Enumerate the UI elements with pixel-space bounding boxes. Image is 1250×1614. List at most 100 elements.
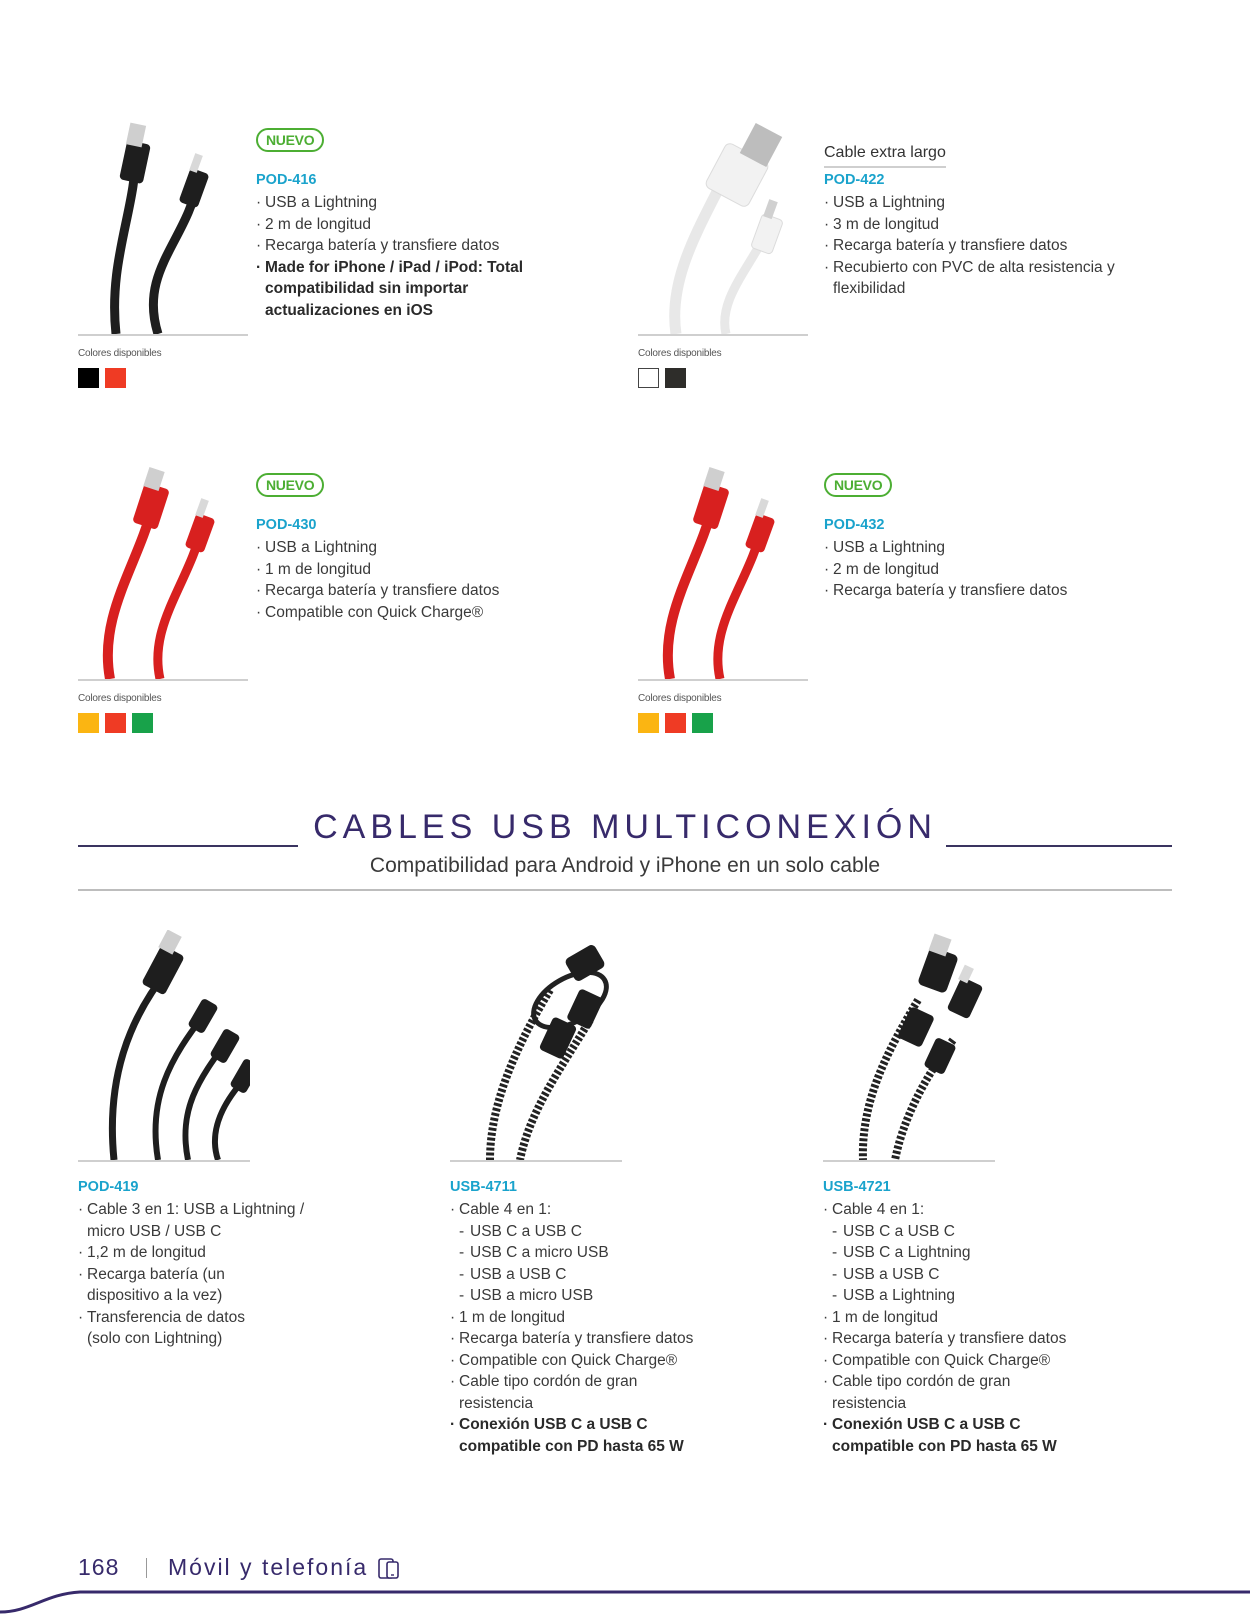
footer-swoosh — [0, 1590, 1250, 1614]
color-swatch[interactable] — [665, 713, 686, 733]
color-swatch[interactable] — [638, 368, 659, 388]
new-badge: NUEVO — [824, 473, 893, 497]
spec-item: Recarga batería y transfiere datos — [823, 1328, 1113, 1350]
new-badge: NUEVO — [256, 473, 325, 497]
spec-item: Made for iPhone / iPad / iPod: Total com… — [256, 257, 546, 322]
color-swatch[interactable] — [132, 713, 153, 733]
colors-label: Colores disponibles — [78, 348, 162, 359]
spec-subitem: USB C a USB C — [450, 1221, 730, 1243]
product-model: POD-432 — [824, 517, 885, 533]
spec-item: 1 m de longitud — [823, 1307, 1113, 1329]
product-specs: USB a Lightning 3 m de longitud Recarga … — [824, 192, 1134, 300]
product-model: POD-416 — [256, 172, 317, 188]
product-image-pod432 — [638, 465, 808, 679]
color-swatch[interactable] — [665, 368, 686, 388]
spec-item: Compatible con Quick Charge® — [823, 1350, 1113, 1372]
image-baseline — [638, 679, 808, 681]
spec-item: USB a Lightning — [256, 192, 546, 214]
spec-subitem: USB a Lightning — [823, 1285, 1113, 1307]
section-title: CABLES USB MULTICONEXIÓN — [313, 808, 937, 846]
spec-item: Conexión USB C a USB C compatible con PD… — [823, 1414, 1087, 1457]
spec-item: 3 m de longitud — [824, 214, 1134, 236]
color-swatch[interactable] — [78, 713, 99, 733]
spec-subitem: USB C a USB C — [823, 1221, 1113, 1243]
section-rule-right — [946, 845, 1172, 847]
spec-item: Conexión USB C a USB C compatible con PD… — [450, 1414, 714, 1457]
spec-item: Transferencia de datos (solo con Lightni… — [78, 1307, 277, 1350]
spec-item: Cable tipo cordón de gran resistencia — [823, 1371, 1047, 1414]
image-baseline — [823, 1160, 995, 1162]
cable-illustration — [486, 945, 609, 1160]
color-swatches — [638, 368, 686, 388]
image-baseline — [78, 334, 248, 336]
spec-item: Recarga batería y transfiere datos — [824, 580, 1134, 602]
product-image-pod422 — [638, 120, 808, 334]
product-image-pod419 — [78, 930, 250, 1160]
spec-item: Cable 3 en 1: USB a Lightning / micro US… — [78, 1199, 338, 1242]
product-model: POD-422 — [824, 172, 885, 188]
product-model: USB-4711 — [450, 1179, 517, 1195]
spec-item: 1 m de longitud — [256, 559, 556, 581]
product-specs: USB a Lightning 1 m de longitud Recarga … — [256, 537, 556, 623]
product-specs: USB a Lightning 2 m de longitud Recarga … — [824, 537, 1134, 602]
cable-illustration — [110, 122, 209, 334]
spec-item: USB a Lightning — [824, 537, 1134, 559]
colors-label: Colores disponibles — [78, 693, 162, 704]
color-swatches — [638, 713, 713, 733]
spec-item: Cable tipo cordón de gran resistencia — [450, 1371, 674, 1414]
spec-subitem: USB a micro USB — [450, 1285, 730, 1307]
footer-section-label: Móvil y telefonía — [168, 1554, 369, 1580]
spec-item: 2 m de longitud — [824, 559, 1134, 581]
product-specs: USB a Lightning 2 m de longitud Recarga … — [256, 192, 546, 321]
color-swatch[interactable] — [105, 368, 126, 388]
spec-item: Recarga batería y transfiere datos — [256, 580, 556, 602]
spec-item: 1,2 m de longitud — [78, 1242, 338, 1264]
color-swatches — [78, 368, 126, 388]
product-specs: Cable 4 en 1: USB C a USB C USB C a micr… — [450, 1199, 730, 1457]
spec-subitem: USB a USB C — [450, 1264, 730, 1286]
product-specs: Cable 3 en 1: USB a Lightning / micro US… — [78, 1199, 338, 1350]
spec-item: USB a Lightning — [256, 537, 556, 559]
spec-item: Recarga batería y transfiere datos — [824, 235, 1134, 257]
image-baseline — [78, 1160, 250, 1162]
spec-item: Compatible con Quick Charge® — [450, 1350, 730, 1372]
cable-illustration — [102, 467, 215, 679]
product-image-usb4721 — [823, 930, 995, 1160]
image-baseline — [78, 679, 248, 681]
cable-illustration — [858, 933, 983, 1160]
color-swatches — [78, 713, 153, 733]
footer-separator — [146, 1558, 147, 1578]
product-image-usb4711 — [450, 930, 622, 1160]
color-swatch[interactable] — [638, 713, 659, 733]
cable-illustration — [108, 930, 250, 1160]
image-baseline — [450, 1160, 622, 1162]
cable-illustration — [662, 467, 775, 679]
product-specs: Cable 4 en 1: USB C a USB C USB C a Ligh… — [823, 1199, 1113, 1457]
spec-subitem: USB C a Lightning — [823, 1242, 1113, 1264]
color-swatch[interactable] — [78, 368, 99, 388]
spec-item: 1 m de longitud — [450, 1307, 730, 1329]
colors-label: Colores disponibles — [638, 693, 722, 704]
spec-subitem: USB C a micro USB — [450, 1242, 730, 1264]
product-model: USB-4721 — [823, 1179, 891, 1195]
product-model: POD-419 — [78, 1179, 139, 1195]
color-swatch[interactable] — [105, 713, 126, 733]
product-model: POD-430 — [256, 517, 317, 533]
product-image-pod430 — [78, 465, 248, 679]
color-swatch[interactable] — [692, 713, 713, 733]
spec-item: Cable 4 en 1: — [450, 1199, 730, 1221]
spec-item: 2 m de longitud — [256, 214, 546, 236]
product-headline: Cable extra largo — [824, 144, 946, 168]
mobile-devices-icon — [377, 1556, 401, 1585]
spec-subitem: USB a USB C — [823, 1264, 1113, 1286]
spec-item: USB a Lightning — [824, 192, 1134, 214]
spec-item: Recubierto con PVC de alta resistencia y… — [824, 257, 1134, 300]
spec-item: Compatible con Quick Charge® — [256, 602, 556, 624]
cable-illustration — [669, 122, 783, 334]
image-baseline — [638, 334, 808, 336]
spec-item: Recarga batería y transfiere datos — [256, 235, 546, 257]
spec-item: Recarga batería (un dispositivo a la vez… — [78, 1264, 277, 1307]
section-divider — [78, 889, 1172, 891]
product-image-pod416 — [78, 120, 248, 334]
spec-item: Recarga batería y transfiere datos — [450, 1328, 730, 1350]
